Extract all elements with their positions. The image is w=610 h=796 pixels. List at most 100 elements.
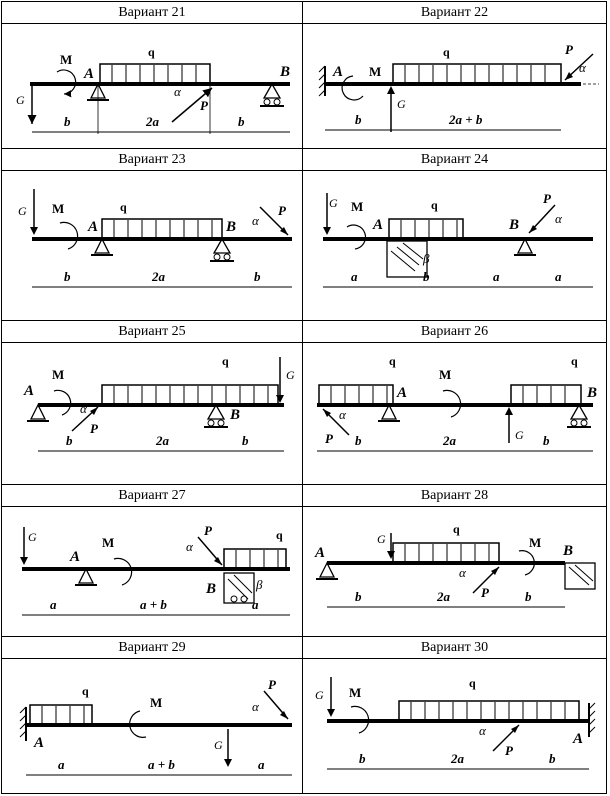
dim-2a: 2a — [436, 589, 451, 604]
dim-b: b — [64, 269, 71, 284]
pin-support-b — [516, 237, 534, 254]
beam-diagram-23: G M A q B α P b 2a b — [18, 189, 292, 288]
m-label: M — [150, 695, 162, 710]
moment-arc — [59, 221, 79, 250]
alpha-label: α — [252, 699, 260, 714]
q-label: q — [453, 522, 460, 536]
variant-title: Вариант 28 — [303, 485, 606, 507]
variant-title: Вариант 22 — [303, 2, 606, 24]
pin-support-a — [77, 567, 95, 584]
beam-diagram-22: A M G q P α b 2a + b — [318, 42, 599, 132]
dim-b: b — [355, 589, 362, 604]
support-a-label: A — [572, 731, 583, 747]
support-b-label: B — [508, 217, 519, 233]
distributed-load — [29, 704, 93, 726]
distributed-load — [101, 218, 223, 240]
beta-label: β — [255, 577, 263, 592]
g-label: G — [515, 428, 524, 442]
dim-a: a — [258, 757, 265, 772]
p-label: P — [481, 585, 490, 600]
cell-variant-25: Вариант 25 A M α P q G B — [1, 321, 303, 485]
g-label: G — [214, 738, 223, 752]
dim-a: a — [58, 757, 65, 772]
moment-arc — [113, 557, 133, 586]
support-b-label: B — [562, 543, 573, 559]
p-label: P — [200, 98, 209, 113]
alpha-label: α — [459, 565, 467, 580]
g-label: G — [28, 530, 37, 544]
p-label: P — [505, 743, 514, 758]
support-b-label: B — [225, 219, 236, 235]
dim-a: a — [50, 597, 57, 612]
cell-variant-24: Вариант 24 G M A q β B P α a b a — [303, 149, 607, 321]
g-label: G — [377, 532, 386, 546]
q-label: q — [571, 354, 578, 368]
support-a-label: A — [332, 64, 343, 80]
cell-variant-22: Вариант 22 A M G q P α b 2a + — [303, 1, 607, 149]
q-label: q — [222, 354, 229, 368]
moment-arc — [442, 389, 462, 418]
dim-b: b — [355, 433, 362, 448]
q-label: q — [148, 45, 155, 59]
dim-b: b — [525, 589, 532, 604]
distributed-load — [392, 63, 562, 85]
q-label: q — [389, 354, 396, 368]
dim-2a: 2a — [450, 751, 465, 766]
dim-2a: 2a — [151, 269, 166, 284]
dim-b: b — [64, 114, 71, 129]
p-label: P — [204, 523, 213, 538]
dim-b: b — [238, 114, 245, 129]
alpha-label: α — [579, 60, 587, 75]
g-label: G — [315, 688, 324, 702]
moment-arc — [53, 389, 72, 416]
dim-2a: 2a — [155, 433, 170, 448]
dim-a-b: a + b — [148, 757, 175, 772]
dim-b: b — [549, 751, 556, 766]
force-p-arrow — [171, 87, 213, 123]
incline-support-b — [564, 562, 596, 590]
dim-a: a — [555, 269, 562, 284]
support-a-label: A — [33, 735, 44, 751]
q-label: q — [82, 684, 89, 698]
pin-support-a — [380, 403, 398, 420]
dim-a: a — [493, 269, 500, 284]
q-label: q — [120, 200, 127, 214]
m-label: M — [439, 367, 451, 382]
support-b-label: B — [279, 64, 290, 80]
moment-arc — [341, 75, 364, 101]
roller-support-b — [212, 237, 232, 254]
alpha-label: α — [339, 407, 347, 422]
variant-title: Вариант 25 — [2, 321, 302, 343]
incline-support-b — [223, 572, 255, 604]
distributed-load — [392, 542, 500, 564]
beam-diagram-26: q α P A M G q B b 2a b — [317, 354, 597, 452]
dim-2a: 2a — [145, 114, 160, 129]
m-label: M — [52, 367, 64, 382]
alpha-label: α — [186, 539, 194, 554]
support-a-label: A — [83, 66, 94, 82]
p-label: P — [90, 421, 99, 436]
dim-2a: 2a — [442, 433, 457, 448]
dim-b: b — [355, 112, 362, 127]
moment-arc — [518, 550, 535, 576]
m-label: M — [369, 64, 381, 79]
dim-a: a — [252, 597, 259, 612]
dim-b: b — [543, 433, 550, 448]
dim-b: b — [423, 269, 430, 284]
support-a-label: A — [69, 549, 80, 565]
distributed-load — [398, 700, 580, 722]
roller-support-b — [206, 403, 226, 420]
variant-title: Вариант 26 — [303, 321, 606, 343]
support-a-label: A — [314, 545, 325, 561]
m-label: M — [351, 199, 363, 214]
moment-arc — [56, 69, 77, 98]
dim-b: b — [359, 751, 366, 766]
q-label: q — [469, 676, 476, 690]
g-label: G — [329, 196, 338, 210]
variant-title: Вариант 29 — [2, 637, 302, 659]
cell-variant-27: Вариант 27 G A M α P q B β a a + b — [1, 485, 303, 637]
distributed-load — [388, 218, 464, 240]
variant-title: Вариант 30 — [303, 637, 606, 659]
support-b-label: B — [229, 407, 240, 423]
